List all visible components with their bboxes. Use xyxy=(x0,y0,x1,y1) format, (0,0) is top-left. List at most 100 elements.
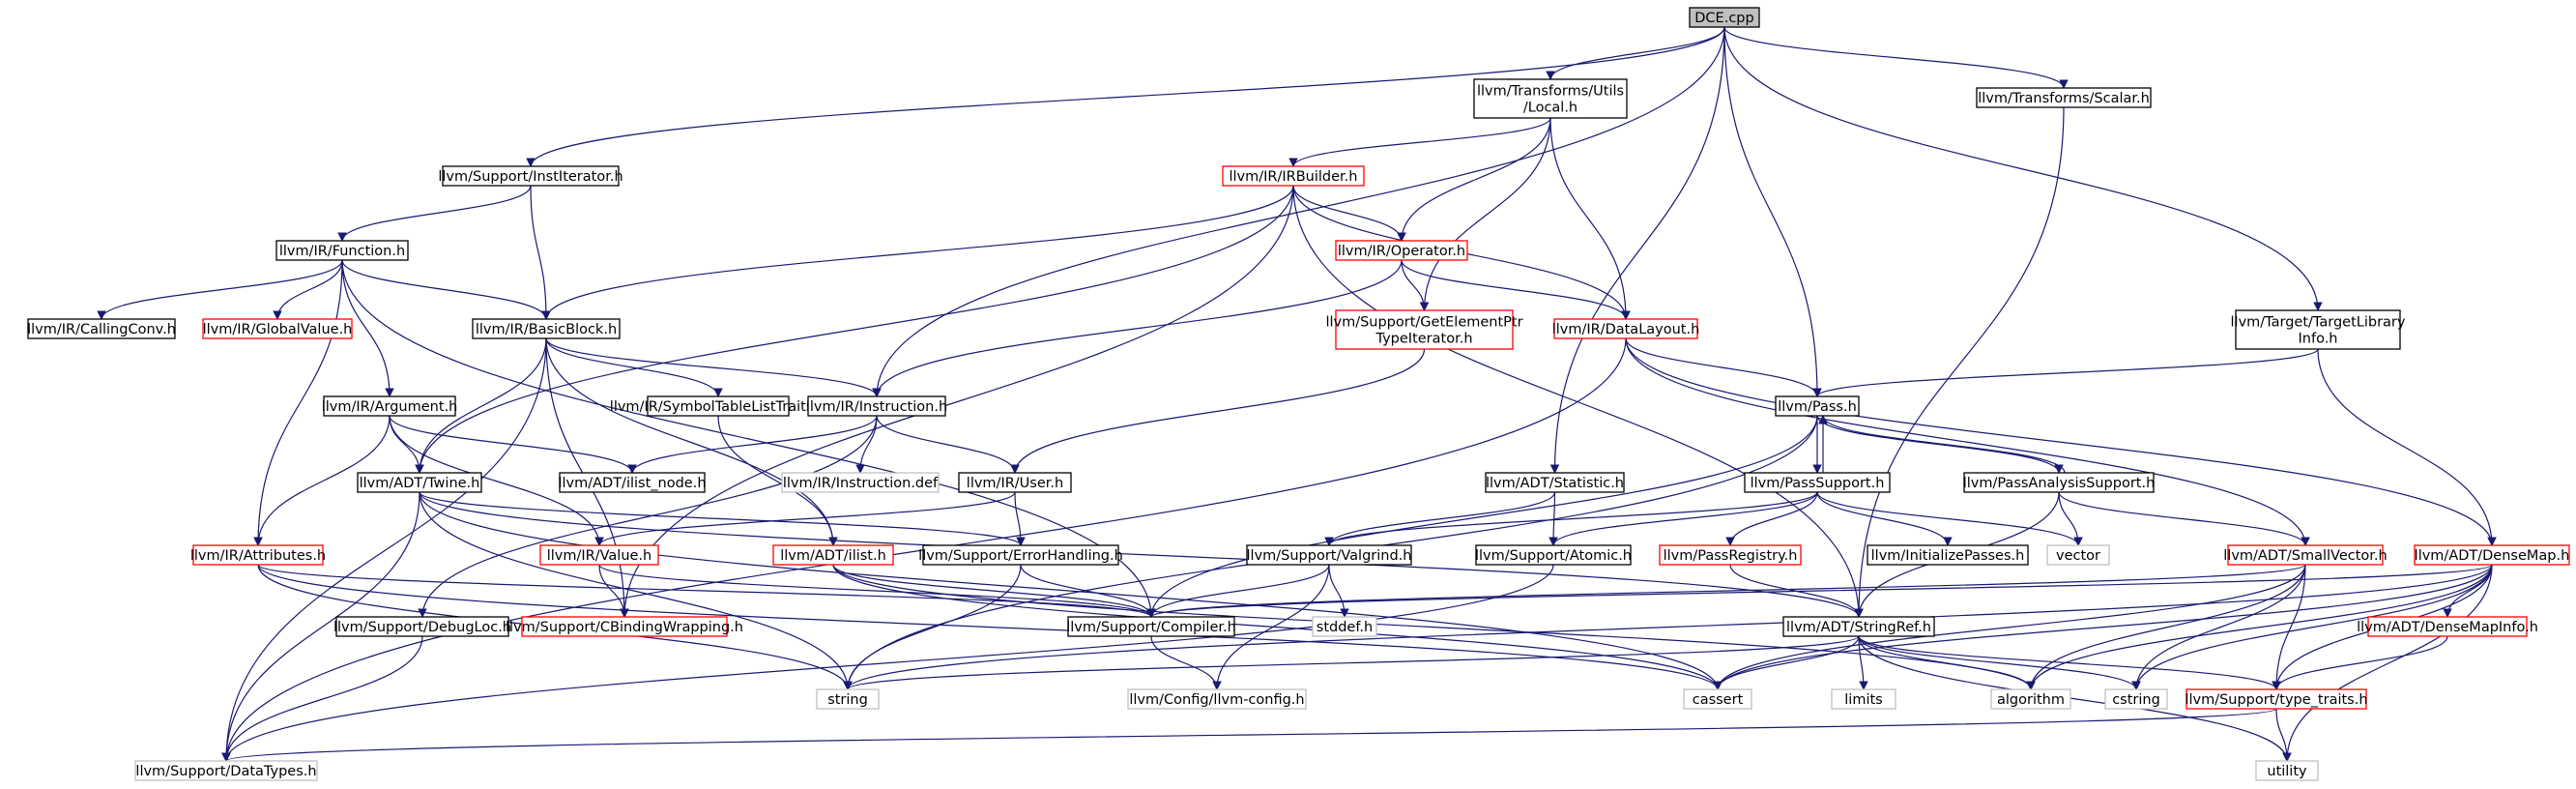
node-n25[interactable]: llvm/IR/Value.h xyxy=(539,544,659,566)
edge-n17-n39 xyxy=(419,491,1864,618)
node-label: llvm/PassRegistry.h xyxy=(1664,548,1798,564)
edge-n28-n38 xyxy=(1328,564,1349,618)
node-label: llvm/Config/llvm-config.h xyxy=(1129,692,1304,708)
node-box xyxy=(335,616,509,637)
edge-n11-n16 xyxy=(1625,337,1822,397)
node-box xyxy=(559,472,706,493)
edge-n28-n37 xyxy=(1146,564,1330,618)
node-n33[interactable]: llvm/ADT/SmallVector.h xyxy=(2223,544,2388,566)
node-box xyxy=(442,165,620,187)
node-label: llvm/ADT/SmallVector.h xyxy=(2223,548,2387,564)
edge-n9-n17 xyxy=(415,337,547,474)
node-box xyxy=(2046,544,2110,566)
node-box xyxy=(1475,544,1632,566)
node-box xyxy=(2185,688,2367,710)
node-n28[interactable]: llvm/Support/Valgrind.h xyxy=(1246,544,1412,566)
edge-n27-n41 xyxy=(843,564,1022,690)
node-n38[interactable]: stddef.h xyxy=(1312,616,1377,637)
node-n0[interactable]: DCE.cpp xyxy=(1689,7,1760,28)
node-n31[interactable]: llvm/InitializePasses.h xyxy=(1867,544,2029,566)
node-n26[interactable]: llvm/ADT/ilist.h xyxy=(772,544,894,566)
node-n18[interactable]: llvm/ADT/ilist_node.h xyxy=(558,472,707,493)
node-n17[interactable]: llvm/ADT/Twine.h xyxy=(357,472,482,493)
node-box xyxy=(134,760,318,781)
edge-n6-n15 xyxy=(872,259,1403,397)
node-box xyxy=(539,544,659,566)
node-n8[interactable]: llvm/IR/GlobalValue.h xyxy=(202,318,353,339)
node-n41[interactable]: string xyxy=(816,688,880,710)
node-n3[interactable]: llvm/Support/InstIterator.h xyxy=(438,165,623,187)
node-n29[interactable]: llvm/Support/Atomic.h xyxy=(1475,544,1632,566)
edge-n22-n31 xyxy=(1816,491,1953,546)
node-n5[interactable]: llvm/IR/Function.h xyxy=(275,240,409,261)
node-label: llvm/Support/Atomic.h xyxy=(1475,548,1632,564)
node-n15[interactable]: llvm/IR/Instruction.h xyxy=(806,395,947,417)
edge-n33-n37 xyxy=(1146,564,2306,618)
edge-n5-n9 xyxy=(341,259,551,320)
node-n34[interactable]: llvm/ADT/DenseMap.h xyxy=(2414,544,2570,566)
node-n47[interactable]: llvm/Support/type_traits.h xyxy=(2185,688,2368,710)
node-n49[interactable]: utility xyxy=(2255,760,2319,781)
node-n14[interactable]: llvm/IR/SymbolTableListTraits.h xyxy=(610,395,826,417)
edge-n0-n2 xyxy=(1723,26,2069,89)
node-label: llvm/Support/DataTypes.h xyxy=(135,764,316,779)
node-n39[interactable]: llvm/ADT/StringRef.h xyxy=(1782,616,1935,637)
node-box xyxy=(922,544,1119,566)
node-n32[interactable]: vector xyxy=(2046,544,2110,566)
node-n35[interactable]: llvm/Support/DebugLoc.h xyxy=(333,616,511,637)
node-n45[interactable]: algorithm xyxy=(1990,688,2071,710)
node-label: llvm/IR/Instruction.h xyxy=(806,399,947,415)
node-box xyxy=(357,472,482,493)
node-label: TypeIterator.h xyxy=(1375,332,1472,347)
node-n9[interactable]: llvm/IR/BasicBlock.h xyxy=(472,318,621,339)
node-label: llvm/IR/Instruction.def xyxy=(783,476,939,491)
node-box xyxy=(2414,544,2570,566)
edge-n34-n46 xyxy=(2131,564,2493,690)
edge-n10-n20 xyxy=(1010,348,1426,474)
node-n4[interactable]: llvm/IR/IRBuilder.h xyxy=(1222,165,1365,187)
node-n1[interactable]: llvm/Transforms/Utils/Local.h xyxy=(1473,78,1628,119)
node-n22[interactable]: llvm/PassSupport.h xyxy=(1744,472,1891,493)
edge-n22-n29 xyxy=(1548,491,1818,546)
node-n37[interactable]: llvm/Support/Compiler.h xyxy=(1066,616,1236,637)
edge-n34-n42 xyxy=(1713,564,2493,690)
node-n42[interactable]: cassert xyxy=(1683,688,1752,710)
node-box xyxy=(781,472,940,493)
node-n46[interactable]: cstring xyxy=(2104,688,2168,710)
node-n24[interactable]: llvm/IR/Attributes.h xyxy=(190,544,326,566)
node-box xyxy=(1683,688,1752,710)
edge-n39-n41 xyxy=(843,635,1860,690)
node-n30[interactable]: llvm/PassRegistry.h xyxy=(1659,544,1802,566)
node-label: llvm/IR/GlobalValue.h xyxy=(203,322,353,337)
node-n36[interactable]: llvm/Support/CBindingWrapping.h xyxy=(506,616,743,637)
node-n16[interactable]: llvm/Pass.h xyxy=(1775,395,1860,417)
edge-n24-n37 xyxy=(257,564,1156,618)
node-n44[interactable]: limits xyxy=(1831,688,1896,710)
node-box xyxy=(27,318,176,339)
node-label: DCE.cpp xyxy=(1694,11,1753,26)
edge-n22-n30 xyxy=(1725,491,1818,546)
node-n2[interactable]: llvm/Transforms/Scalar.h xyxy=(1976,87,2152,108)
node-n11[interactable]: llvm/IR/DataLayout.h xyxy=(1552,318,1700,339)
edge-n33-n42 xyxy=(1713,564,2306,690)
node-n27[interactable]: llvm/Support/ErrorHandling.h xyxy=(918,544,1123,566)
node-n48[interactable]: llvm/Support/DataTypes.h xyxy=(134,760,318,781)
node-n20[interactable]: llvm/IR/User.h xyxy=(958,472,1072,493)
node-n21[interactable]: llvm/ADT/Statistic.h xyxy=(1485,472,1625,493)
edge-n1-n6 xyxy=(1397,117,1551,242)
node-n6[interactable]: llvm/IR/Operator.h xyxy=(1335,240,1468,261)
node-n19[interactable]: llvm/IR/Instruction.def xyxy=(781,472,940,493)
node-n23[interactable]: llvm/PassAnalysisSupport.h xyxy=(1963,472,2156,493)
edge-n0-n12 xyxy=(1723,26,2323,311)
node-n13[interactable]: llvm/IR/Argument.h xyxy=(322,395,458,417)
node-n40[interactable]: llvm/ADT/DenseMapInfo.h xyxy=(2357,616,2538,637)
node-n7[interactable]: llvm/IR/CallingConv.h xyxy=(27,318,176,339)
node-box xyxy=(1963,472,2155,493)
edge-n34-n41 xyxy=(843,564,2493,690)
node-n43[interactable]: llvm/Config/llvm-config.h xyxy=(1127,688,1307,710)
edge-n4-n9 xyxy=(541,185,1294,320)
edge-n40-n47 xyxy=(2272,635,2448,690)
edge-n22-n32 xyxy=(1816,491,2083,546)
